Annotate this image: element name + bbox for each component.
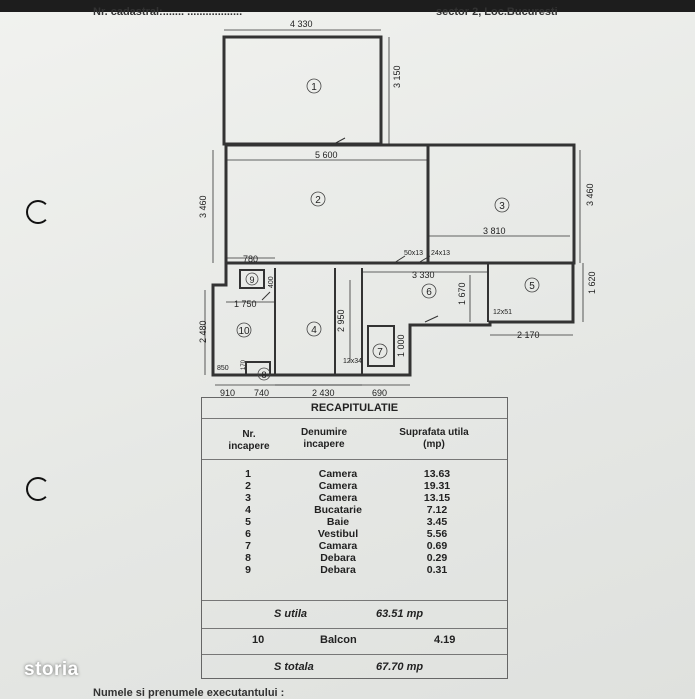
dim-50x13: 50x13 <box>404 250 423 257</box>
room-2-label: 2 <box>315 195 321 206</box>
dim-690: 690 <box>372 388 387 398</box>
dim-1750: 1 750 <box>234 299 257 309</box>
room-8-label: 8 <box>261 370 266 380</box>
room-3-label: 3 <box>499 201 505 212</box>
s-totala-value: 67.70 mp <box>376 661 424 673</box>
room-4-label: 4 <box>311 325 317 336</box>
s-utila-label: S utila <box>274 608 308 620</box>
room-9-walls <box>239 269 265 289</box>
dim-3810: 3 810 <box>483 226 506 236</box>
dim-2480: 2 480 <box>198 320 208 343</box>
room-5-label: 5 <box>529 281 535 292</box>
dim-1620: 1 620 <box>587 271 597 294</box>
balcon-value: 4.19 <box>434 634 456 646</box>
executant-name-label: Numele si prenumele executantului : <box>93 687 285 699</box>
room-1-label: 1 <box>311 82 317 93</box>
col-nr-header: Nr. incapere <box>228 429 270 452</box>
dim-12x51: 12x51 <box>493 309 512 316</box>
col-area-header: Suprafata utila (mp) <box>399 427 469 450</box>
s-totala-label: S totala <box>274 661 314 673</box>
dim-850: 850 <box>217 365 229 372</box>
s-utila-value: 63.51 mp <box>376 608 424 620</box>
col-name-header: Denumire incapere <box>300 427 348 450</box>
dim-2170: 2 170 <box>517 330 540 340</box>
dim-4330: 4 330 <box>290 19 313 29</box>
recap-title: RECAPITULATIE <box>310 402 399 414</box>
binder-hole-top <box>26 200 50 224</box>
balcon-nr: 10 <box>252 634 265 646</box>
dim-3150: 3 150 <box>392 65 402 88</box>
dim-2950: 2 950 <box>336 309 346 332</box>
dim-3330: 3 330 <box>412 270 435 280</box>
dim-3460-left: 3 460 <box>198 195 208 218</box>
dim-3460-right: 3 460 <box>585 183 595 206</box>
dim-740: 740 <box>254 388 269 398</box>
recap-table: RECAPITULATIE Nr. incapere Denumire inca… <box>201 397 508 679</box>
dim-24x13: 24x13 <box>431 250 450 257</box>
rooms-2-3-walls <box>224 143 576 265</box>
location-label: sector 2, Loc.Bucuresti <box>436 6 558 18</box>
dim-400: 400 <box>268 276 275 288</box>
room-10-label: 10 <box>238 326 250 337</box>
room-7-walls <box>367 325 395 367</box>
scan-top-edge <box>0 0 695 12</box>
room-1-walls <box>222 35 383 146</box>
dim-1000: 1 000 <box>396 334 406 357</box>
room-9-label: 9 <box>249 275 254 285</box>
cadastral-number-label: Nr. cadastral:....... .................. <box>93 6 243 18</box>
dim-12x34: 12x34 <box>343 358 362 365</box>
dim-910: 910 <box>220 388 235 398</box>
room-6-label: 6 <box>426 287 432 298</box>
binder-hole-bottom <box>26 477 50 501</box>
storia-watermark: storia <box>24 659 79 680</box>
dim-2430: 2 430 <box>312 388 335 398</box>
room-7-label: 7 <box>377 347 383 358</box>
dim-780: 780 <box>243 254 258 264</box>
dim-5600: 5 600 <box>315 150 338 160</box>
balcon-label: Balcon <box>320 634 357 646</box>
dim-1670: 1 670 <box>457 282 467 305</box>
dim-170: 170 <box>241 359 247 370</box>
